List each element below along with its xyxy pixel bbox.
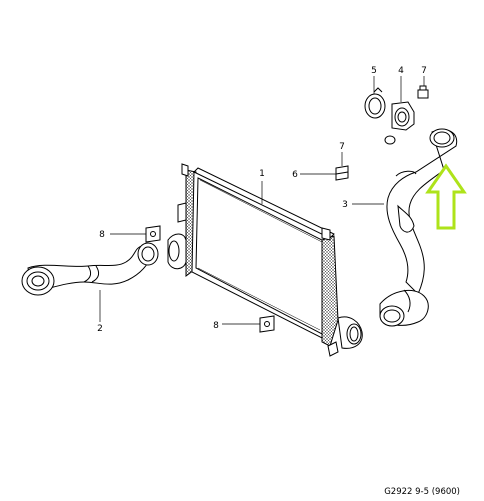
hose-right [379,128,458,327]
intercooler [167,163,363,357]
callout-8-upper: 8 [99,230,105,240]
clamp-ring [364,87,386,119]
bracket-8-lower [259,315,275,333]
callout-1: 1 [259,169,265,179]
callout-2: 2 [97,324,103,334]
callout-5: 5 [371,66,377,76]
leader-lines [99,76,425,325]
callout-4: 4 [398,66,404,76]
callout-labels: 1 2 3 4 5 6 7 7 8 8 [97,66,427,334]
callout-8-lower: 8 [213,321,219,331]
highlight-arrow [425,163,467,230]
bracket-8-upper [145,225,161,243]
fitting-7-middle [335,165,349,181]
callout-6: 6 [292,170,298,180]
callout-7-top: 7 [421,66,427,76]
hose-left [21,242,159,296]
callout-7-middle: 7 [339,142,345,152]
coupling [384,101,415,145]
fitting-7-top [417,85,429,99]
figure-caption: G2922 9-5 (9600) [384,487,460,497]
callout-3: 3 [342,200,348,210]
